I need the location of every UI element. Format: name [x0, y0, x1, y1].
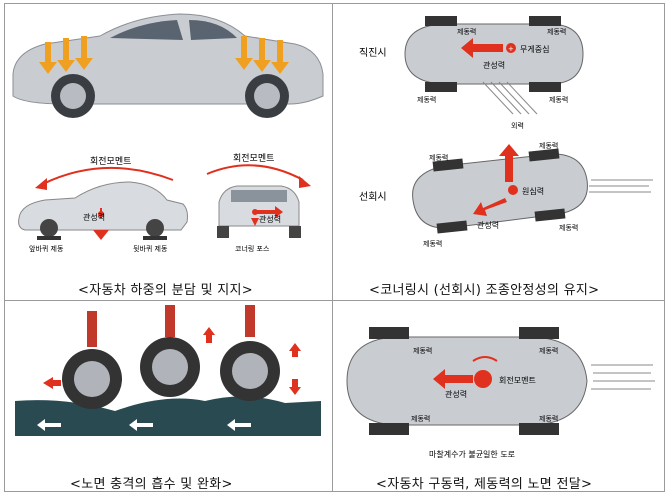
wheel-2 [140, 305, 200, 397]
caption-shock-absorption: <노면 충격의 흡수 및 완화> [70, 477, 233, 491]
moment-label: 회전모멘트 [499, 375, 536, 385]
inertia-label-right: 관성력 [259, 214, 281, 224]
road-surface [15, 396, 321, 436]
moment-arrow-right [206, 164, 304, 181]
car-top-straight: + [404, 16, 584, 92]
brake-label-2: 제동력 [539, 347, 558, 355]
caption-load-distribution: <자동차 하중의 분담 및 지지> [78, 283, 253, 298]
moment-label-right: 회전모멘트 [233, 153, 274, 164]
center-of-gravity-label: 무게중심 [520, 44, 549, 54]
speed-lines-turning [589, 179, 653, 193]
car-side-view [18, 181, 188, 240]
panel-force-transfer: 제동력 제동력 제동력 제동력 관성력 회전모멘트 마찰계수가 불균일한 도로 … [333, 301, 664, 491]
wheel-3 [220, 305, 280, 401]
turning-label: 선회시 [359, 191, 387, 203]
moment-arrowhead-right [299, 176, 311, 188]
panel-load-distribution: 회전모멘트 회전모멘트 관성력 앞바퀴 제동 뒷바퀴 제동 관성력 코너링 포스 [5, 4, 331, 299]
force-transfer-illustration: 제동력 제동력 제동력 제동력 관성력 회전모멘트 마찰계수가 불균일한 도로 [346, 327, 655, 459]
brake-label-1: 제동력 [413, 347, 432, 355]
caption-force-transfer: <자동차 구동력, 제동력의 노면 전달> [376, 477, 593, 491]
moment-label-left: 회전모멘트 [90, 156, 131, 167]
brake-label-3: 제동력 [411, 415, 430, 423]
car-photo [12, 13, 324, 118]
centrifugal-label: 원심력 [522, 186, 544, 196]
brake-label-4: 제동력 [549, 96, 568, 104]
inertia-label-top: 관성력 [483, 60, 505, 70]
external-force-lines [482, 81, 538, 115]
car-top-turning [412, 144, 588, 234]
wheel-1 [62, 311, 122, 409]
brake-label-4: 제동력 [539, 415, 558, 423]
brake-label-7: 제동력 [423, 240, 442, 248]
load-distribution-illustration: 회전모멘트 회전모멘트 관성력 앞바퀴 제동 뒷바퀴 제동 관성력 코너링 포스 [12, 13, 324, 253]
panel-shock-absorption: <노면 충격의 흡수 및 완화> [5, 301, 331, 491]
car-rear-view [217, 185, 301, 238]
horizontal-divider [4, 300, 665, 301]
car-top-braking [346, 327, 588, 435]
brake-label-8: 제동력 [559, 224, 578, 232]
caption-cornering-stability: <코너링시 (선회시) 조종안정성의 유지> [369, 283, 600, 298]
inertia-label-left: 관성력 [83, 212, 105, 222]
brake-label-1: 제동력 [457, 28, 476, 36]
vertical-divider [332, 3, 333, 492]
straight-label: 직진시 [359, 47, 387, 59]
motion-arrows [43, 327, 301, 395]
road-label: 마찰계수가 불균일한 도로 [429, 449, 515, 459]
panel-cornering-stability: + 직진시 제동력 제동력 제동력 제동력 무게중심 관성력 외력 [333, 4, 664, 299]
cornering-illustration: + 직진시 제동력 제동력 제동력 제동력 무게중심 관성력 외력 [359, 16, 653, 248]
moment-arrow-left [42, 167, 174, 185]
shock-absorption-illustration [15, 305, 321, 436]
external-force-label: 외력 [511, 121, 524, 130]
brake-label-5: 제동력 [429, 154, 448, 162]
rear-brake-label: 뒷바퀴 제동 [133, 244, 168, 253]
front-brake-label: 앞바퀴 제동 [29, 244, 64, 253]
moment-arrowhead-left [35, 178, 47, 190]
cornering-force-label: 코너링 포스 [235, 244, 270, 253]
inertia-label: 관성력 [445, 389, 467, 399]
inertia-label-bottom: 관성력 [477, 220, 499, 230]
svg-text:+: + [508, 45, 514, 53]
figure-frame [4, 3, 665, 492]
brake-label-2: 제동력 [547, 28, 566, 36]
speed-lines [591, 364, 655, 390]
brake-label-6: 제동력 [539, 142, 558, 150]
road-arrows [37, 419, 251, 431]
brake-label-3: 제동력 [417, 96, 436, 104]
